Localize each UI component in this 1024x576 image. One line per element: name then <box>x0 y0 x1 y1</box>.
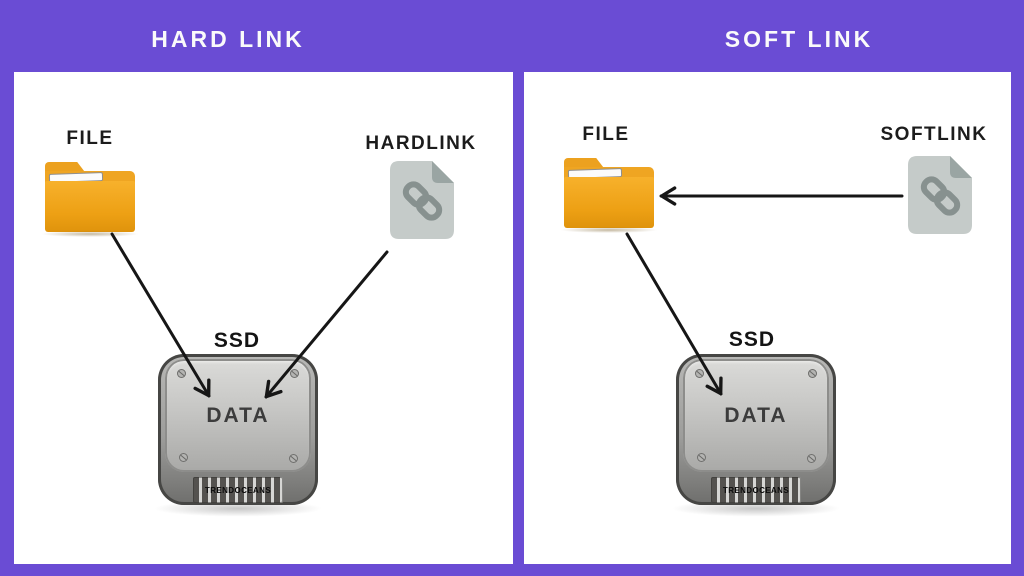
screw-icon <box>697 453 706 462</box>
file-label: FILE <box>66 128 114 149</box>
soft-link-title: SOFT LINK <box>724 25 874 52</box>
chain-link-icon <box>390 161 454 239</box>
screw-icon <box>808 369 817 378</box>
softlink-label: SOFTLINK <box>880 124 988 145</box>
folder-shadow <box>41 231 139 237</box>
chain-link-icon <box>908 156 972 234</box>
hard-link-title: HARD LINK <box>151 25 305 52</box>
screw-icon <box>695 369 704 378</box>
ssd-label: SSD <box>213 329 261 352</box>
hardlink-label: HARDLINK <box>365 133 477 154</box>
soft-link-panel: FILE SOFTLINK SSD DATA TRENDOCEANS <box>524 72 1011 564</box>
screw-icon <box>179 453 188 462</box>
ssd-vent-grille <box>711 477 801 503</box>
folder-front <box>45 181 135 232</box>
screw-icon <box>289 454 298 463</box>
data-label: DATA <box>724 404 788 427</box>
ssd-shadow <box>669 500 843 517</box>
ssd-label: SSD <box>728 328 776 351</box>
brand-watermark: TRENDOCEANS <box>204 486 272 495</box>
folder-icon <box>41 162 139 237</box>
folder-front <box>564 177 654 228</box>
ssd-shadow <box>151 500 325 517</box>
link-document-icon <box>908 156 972 234</box>
link-document-icon <box>390 161 454 239</box>
ssd-device-icon: DATA TRENDOCEANS <box>151 354 325 517</box>
screw-icon <box>177 369 186 378</box>
folder-icon <box>560 158 658 233</box>
ssd-vent-grille <box>193 477 283 503</box>
hard-link-panel: FILE HARDLINK SSD DATA TRENDOCEANS <box>14 72 513 564</box>
data-label: DATA <box>206 404 270 427</box>
screw-icon <box>290 369 299 378</box>
ssd-device-icon: DATA TRENDOCEANS <box>669 354 843 517</box>
folder-shadow <box>560 227 658 233</box>
screw-icon <box>807 454 816 463</box>
file-label: FILE <box>582 124 630 145</box>
brand-watermark: TRENDOCEANS <box>722 486 790 495</box>
